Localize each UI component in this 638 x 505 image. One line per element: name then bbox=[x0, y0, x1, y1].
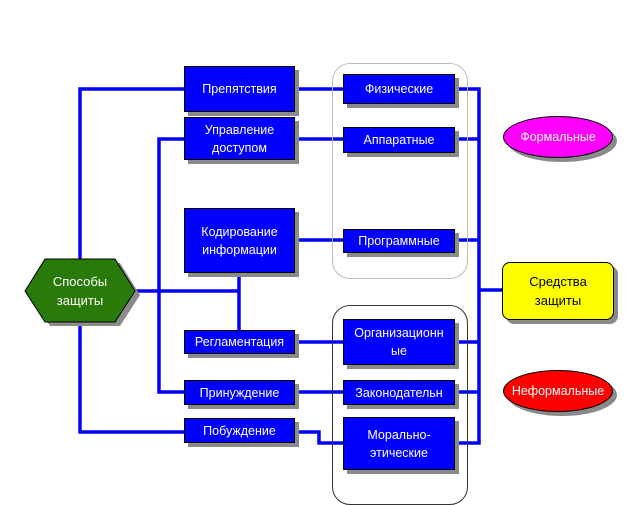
means-organizational-label-1: Организационн bbox=[354, 326, 444, 340]
root-hexagon[interactable] bbox=[24, 258, 136, 323]
target-label-2: защиты bbox=[534, 293, 582, 308]
means-moral-ethical[interactable]: Морально- этические bbox=[343, 417, 455, 470]
means-software-label: Программные bbox=[358, 234, 440, 248]
means-physical[interactable]: Физические bbox=[343, 74, 455, 104]
method-obstacles[interactable]: Препятствия bbox=[184, 66, 295, 112]
method-obstacles-label: Препятствия bbox=[202, 82, 277, 96]
connector-motivation-moral bbox=[295, 430, 343, 445]
method-coding[interactable]: Кодирование информации bbox=[184, 208, 295, 273]
means-legislative[interactable]: Законодательн bbox=[343, 380, 455, 405]
category-informal-label: Неформальные bbox=[511, 384, 605, 398]
means-software[interactable]: Программные bbox=[343, 229, 455, 253]
target-label-1: Средства bbox=[529, 274, 587, 289]
method-access-control[interactable]: Управление доступом bbox=[184, 117, 295, 160]
root-label-line2: защиты bbox=[56, 293, 104, 308]
method-access-label-1: Управление bbox=[204, 122, 275, 137]
means-legislative-label: Законодательн bbox=[355, 385, 443, 400]
formal-means-group bbox=[332, 63, 468, 279]
means-physical-label: Физические bbox=[364, 82, 434, 96]
method-regulation-label: Регламентация bbox=[194, 335, 285, 349]
method-motivation-label: Побуждение bbox=[203, 423, 276, 438]
connector-root-access bbox=[157, 137, 184, 394]
method-coding-label-1: Кодирование bbox=[201, 224, 278, 239]
method-access-label-2: доступом bbox=[212, 140, 267, 155]
category-formal[interactable]: Формальные bbox=[503, 116, 613, 158]
means-hardware-label: Аппаратные bbox=[363, 133, 435, 147]
means-moral-label-2: этические bbox=[370, 445, 428, 460]
root-label-line1: Способы bbox=[52, 274, 108, 289]
root-label: Способы защиты bbox=[45, 265, 115, 317]
means-organizational-label-2: ые bbox=[391, 344, 407, 358]
method-coding-label-2: информации bbox=[202, 242, 277, 257]
connector-root-obstacles bbox=[78, 87, 184, 260]
method-motivation[interactable]: Побуждение bbox=[184, 418, 295, 443]
connector-root-motivation bbox=[78, 322, 184, 434]
target-protection-means[interactable]: Средства защиты bbox=[502, 262, 614, 320]
method-coercion[interactable]: Принуждение bbox=[184, 380, 295, 405]
method-regulation[interactable]: Регламентация bbox=[184, 330, 295, 354]
means-organizational[interactable]: Организационн ые bbox=[343, 319, 455, 365]
method-coercion-label: Принуждение bbox=[199, 385, 280, 400]
category-informal[interactable]: Неформальные bbox=[503, 370, 613, 412]
means-moral-label-1: Морально- bbox=[367, 427, 431, 442]
means-hardware[interactable]: Аппаратные bbox=[343, 127, 455, 153]
category-formal-label: Формальные bbox=[520, 130, 596, 144]
